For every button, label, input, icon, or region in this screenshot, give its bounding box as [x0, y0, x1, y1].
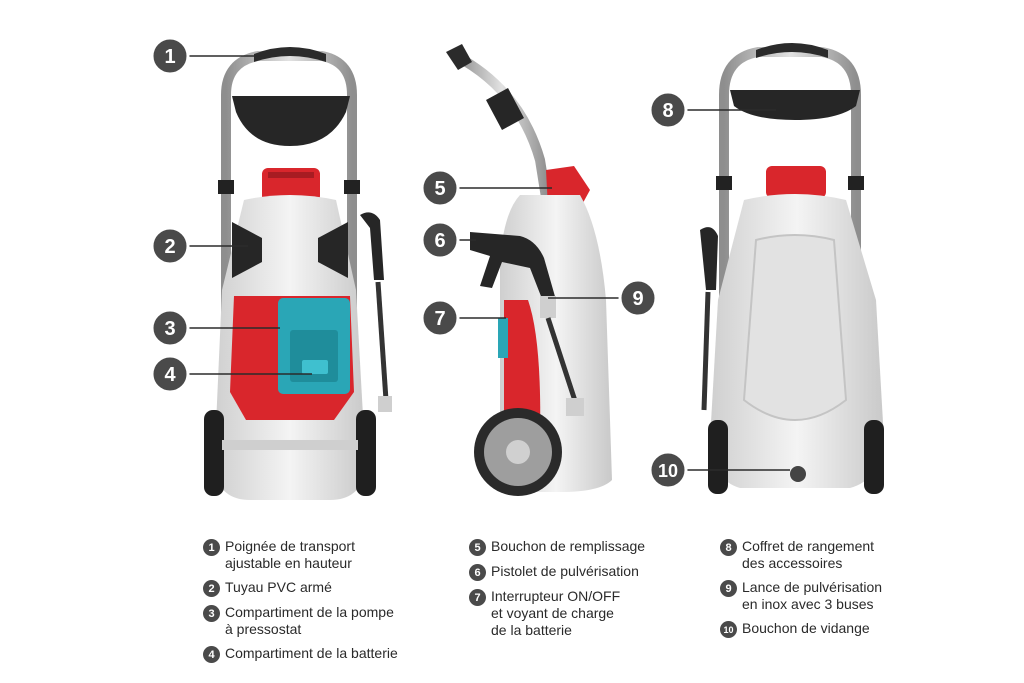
- legend-label: Pistolet de pulvérisation: [491, 563, 639, 579]
- legend-label: Tuyau PVC armé: [225, 579, 332, 595]
- svg-text:2: 2: [164, 236, 175, 258]
- legend-item-6: 6 Pistolet de pulvérisation: [469, 563, 645, 581]
- callout-1: 1: [150, 36, 190, 76]
- legend-number: 6: [469, 564, 486, 581]
- legend-column-2: 5 Bouchon de remplissage 6 Pistolet de p…: [469, 538, 645, 646]
- legend-number: 3: [203, 605, 220, 622]
- legend-item-5: 5 Bouchon de remplissage: [469, 538, 645, 556]
- callout-10: 10: [648, 450, 688, 490]
- legend-label: Poignée de transport ajustable en hauteu…: [225, 538, 355, 571]
- legend-item-2: 2 Tuyau PVC armé: [203, 579, 398, 597]
- leader-lines: [186, 55, 790, 471]
- svg-text:10: 10: [658, 461, 678, 481]
- svg-text:5: 5: [434, 178, 445, 200]
- legend-label: Compartiment de la pompe à pressostat: [225, 604, 394, 637]
- legend-item-8: 8 Coffret de rangement des accessoires: [720, 538, 882, 572]
- callout-6: 6: [420, 220, 460, 260]
- callout-4: 4: [150, 354, 190, 394]
- legend-number: 10: [720, 621, 737, 638]
- legend-number: 8: [720, 539, 737, 556]
- legend-item-3: 3 Compartiment de la pompe à pressostat: [203, 604, 398, 638]
- drain-plug: [790, 466, 806, 482]
- callout-8: 8: [648, 90, 688, 130]
- back-view-sprayer: [700, 43, 884, 494]
- accessory-box: [232, 96, 350, 146]
- left-wheel: [204, 410, 224, 496]
- legend-column-1: 1 Poignée de transport ajustable en haut…: [203, 538, 398, 670]
- svg-text:3: 3: [164, 318, 175, 340]
- svg-text:8: 8: [662, 100, 673, 122]
- legend-item-1: 1 Poignée de transport ajustable en haut…: [203, 538, 398, 572]
- callout-2: 2: [150, 226, 190, 266]
- spray-gun: [470, 232, 556, 304]
- svg-text:6: 6: [434, 230, 445, 252]
- svg-text:7: 7: [434, 308, 445, 330]
- svg-text:1: 1: [164, 46, 175, 68]
- back-accessory-box: [730, 90, 860, 120]
- legend-number: 1: [203, 539, 220, 556]
- legend-item-4: 4 Compartiment de la batterie: [203, 645, 398, 663]
- legend-number: 9: [720, 580, 737, 597]
- legend-label: Compartiment de la batterie: [225, 645, 398, 661]
- legend-item-7: 7 Interrupteur ON/OFF et voyant de charg…: [469, 588, 645, 639]
- legend-item-10: 10 Bouchon de vidange: [720, 620, 882, 638]
- right-wheel: [356, 410, 376, 496]
- callout-3: 3: [150, 308, 190, 348]
- legend-number: 2: [203, 580, 220, 597]
- front-view-sprayer: [204, 47, 392, 500]
- callout-5: 5: [420, 168, 460, 208]
- legend-item-9: 9 Lance de pulvérisation en inox avec 3 …: [720, 579, 882, 613]
- legend-number: 5: [469, 539, 486, 556]
- legend-number: 7: [469, 589, 486, 606]
- svg-text:4: 4: [164, 364, 176, 386]
- switch-panel: [504, 300, 541, 440]
- legend-label: Interrupteur ON/OFF et voyant de charge …: [491, 588, 621, 638]
- legend-number: 4: [203, 646, 220, 663]
- legend-label: Bouchon de vidange: [742, 620, 870, 636]
- handle-grip: [254, 47, 326, 62]
- side-view-sprayer: [446, 44, 612, 496]
- callout-7: 7: [420, 298, 460, 338]
- legend-label: Coffret de rangement des accessoires: [742, 538, 875, 571]
- callout-9: 9: [618, 278, 658, 318]
- back-fill-cap: [766, 166, 826, 198]
- legend-label: Lance de pulvérisation en inox avec 3 bu…: [742, 579, 883, 612]
- spray-lance: [545, 317, 581, 411]
- svg-text:9: 9: [632, 288, 643, 310]
- legend-label: Bouchon de remplissage: [491, 538, 646, 554]
- legend-column-3: 8 Coffret de rangement des accessoires 9…: [720, 538, 882, 645]
